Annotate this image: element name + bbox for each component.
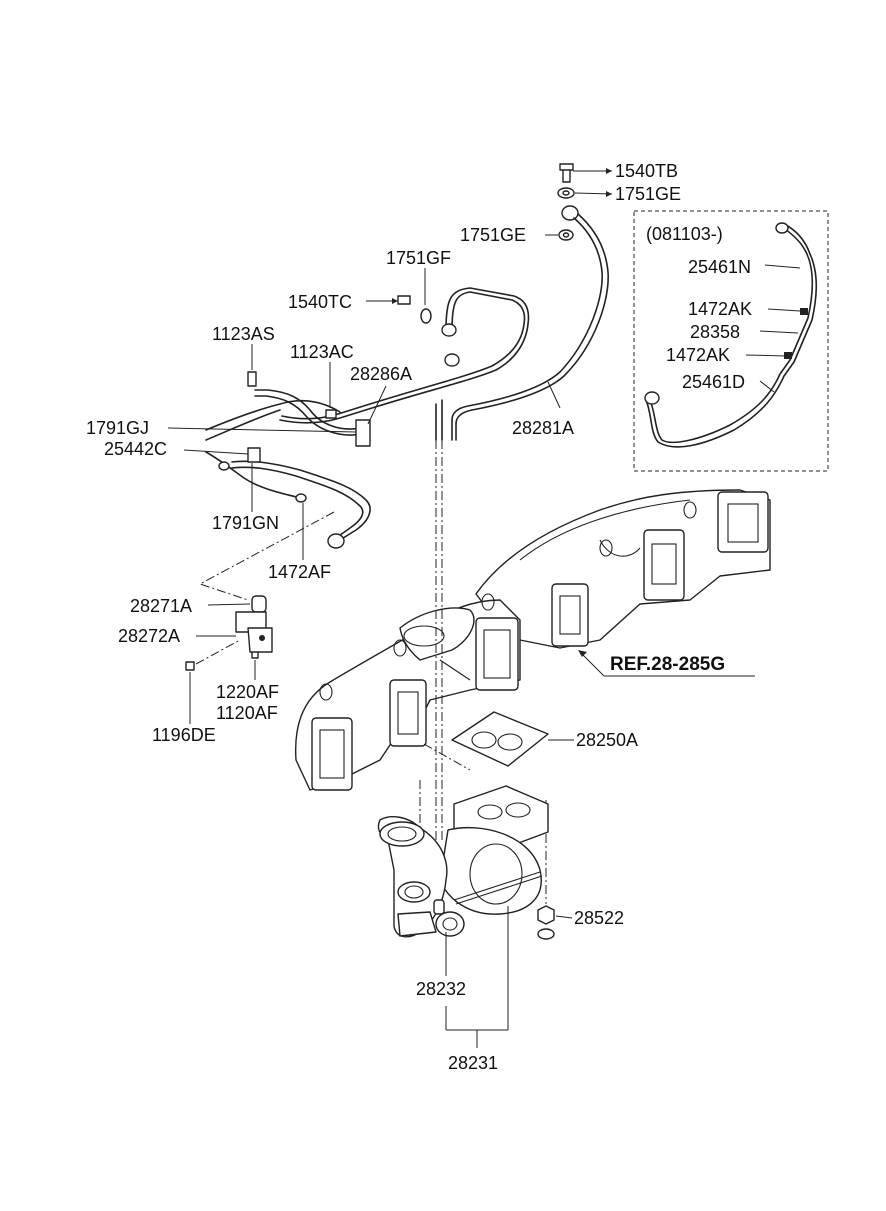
- washer-icon: [420, 308, 432, 324]
- label-1791GJ: 1791GJ: [86, 418, 149, 438]
- clamp-icon: [355, 419, 371, 447]
- label-1472AK-a: 1472AK: [688, 299, 752, 319]
- label-1123AC: 1123AC: [290, 342, 354, 362]
- label-1472AK-b: 1472AK: [666, 345, 730, 365]
- label-1196DE: 1196DE: [152, 725, 216, 745]
- bolt-icon: [185, 661, 195, 671]
- bolt-icon: [325, 409, 337, 419]
- label-1540TC: 1540TC: [288, 292, 352, 312]
- label-1120AF: 1120AF: [216, 703, 278, 723]
- label-1220AF: 1220AF: [216, 682, 279, 702]
- label-28250A: 28250A: [576, 730, 638, 750]
- label-1123AS: 1123AS: [212, 324, 275, 344]
- ref-label: REF.28-285G: [610, 654, 725, 675]
- label-25461N: 25461N: [688, 257, 751, 277]
- nut-icon: [537, 905, 573, 940]
- label-28232: 28232: [416, 979, 466, 999]
- exhaust-manifold: [294, 489, 771, 791]
- clamp-icon: [800, 308, 808, 315]
- gasket: [451, 711, 574, 767]
- oil-feed-fittings: [545, 163, 613, 241]
- inset-date-label: (081103-): [646, 224, 723, 244]
- label-25442C: 25442C: [104, 439, 167, 459]
- label-28286A: 28286A: [350, 364, 412, 384]
- label-1472AF: 1472AF: [268, 562, 331, 582]
- bolt-icon: [247, 371, 257, 387]
- label-1540TB: 1540TB: [615, 161, 678, 181]
- label-1751GF: 1751GF: [386, 248, 451, 268]
- bolt-icon: [397, 295, 411, 305]
- clamp-icon: [247, 447, 261, 463]
- label-28271A: 28271A: [130, 596, 192, 616]
- turbocharger: [377, 785, 549, 938]
- actuator-bracket: [189, 511, 335, 724]
- label-25461D: 25461D: [682, 372, 745, 392]
- label-1751GE-top: 1751GE: [615, 184, 681, 204]
- label-28358: 28358: [690, 322, 740, 342]
- inset-box: (081103-) 25461N 1472AK 28358 1472AK 254…: [633, 210, 829, 472]
- label-28272A: 28272A: [118, 626, 180, 646]
- actuator-icon: [251, 595, 267, 613]
- label-1791GN: 1791GN: [212, 513, 279, 533]
- oil-pipes: [205, 213, 609, 549]
- clamp-icon: [784, 352, 792, 359]
- label-28281A: 28281A: [512, 418, 574, 438]
- label-28231: 28231: [448, 1053, 498, 1073]
- label-28522: 28522: [574, 908, 624, 928]
- label-1751GE: 1751GE: [460, 225, 526, 245]
